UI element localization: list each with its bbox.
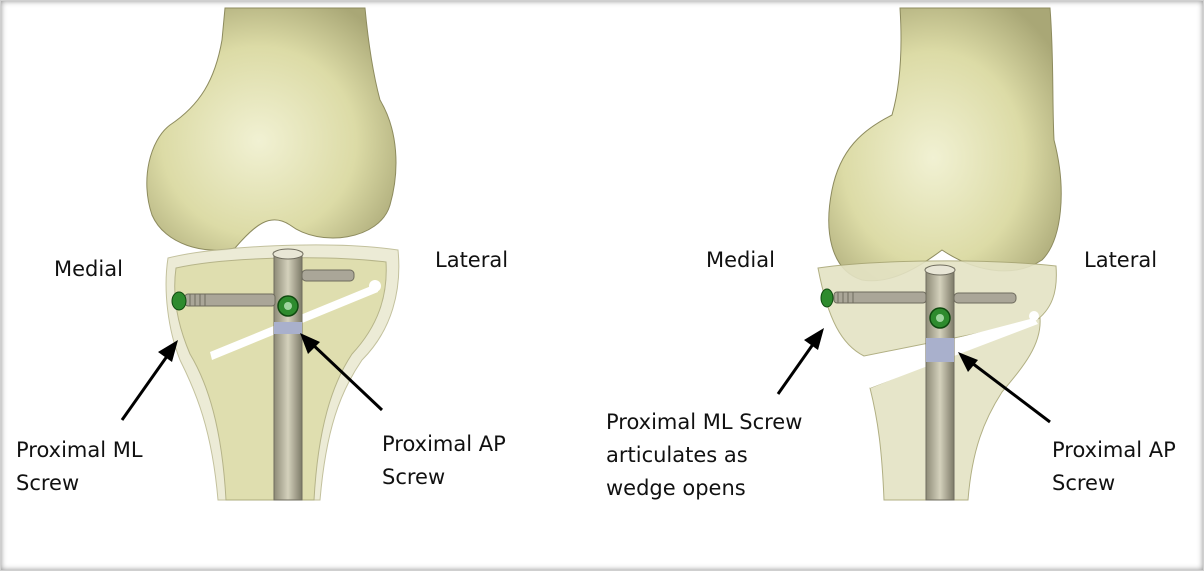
left-panel: Medial Lateral Proximal ML Screw Proxima… xyxy=(0,0,602,571)
lock-band xyxy=(274,322,302,334)
arrow-ml xyxy=(778,328,824,394)
hinge-point xyxy=(369,280,381,292)
hinge-point xyxy=(1029,311,1039,321)
medial-label: Medial xyxy=(54,253,123,286)
nail xyxy=(274,252,302,500)
ap-screw-label: Proximal AP Screw xyxy=(382,428,506,494)
ml-screw-tip xyxy=(302,270,354,281)
lock-band xyxy=(926,338,954,362)
medial-label: Medial xyxy=(706,244,775,277)
ml-screw-tip xyxy=(954,293,1016,303)
ml-screw-cap xyxy=(821,289,833,307)
ap-screw-label: Proximal AP Screw xyxy=(1052,434,1176,500)
nail xyxy=(926,268,954,500)
lateral-label: Lateral xyxy=(1084,244,1157,277)
arrow-ml xyxy=(122,340,178,420)
lateral-label: Lateral xyxy=(435,244,508,277)
ml-screw-shaft xyxy=(185,294,275,306)
femur xyxy=(147,8,396,250)
ml-screw-cap xyxy=(172,292,186,310)
ml-screw-label: Proximal ML Screw xyxy=(16,434,143,500)
right-panel: Medial Lateral Proximal ML Screw articul… xyxy=(602,0,1204,571)
femur xyxy=(829,8,1061,281)
ml-screw-label: Proximal ML Screw articulates as wedge o… xyxy=(606,406,802,505)
